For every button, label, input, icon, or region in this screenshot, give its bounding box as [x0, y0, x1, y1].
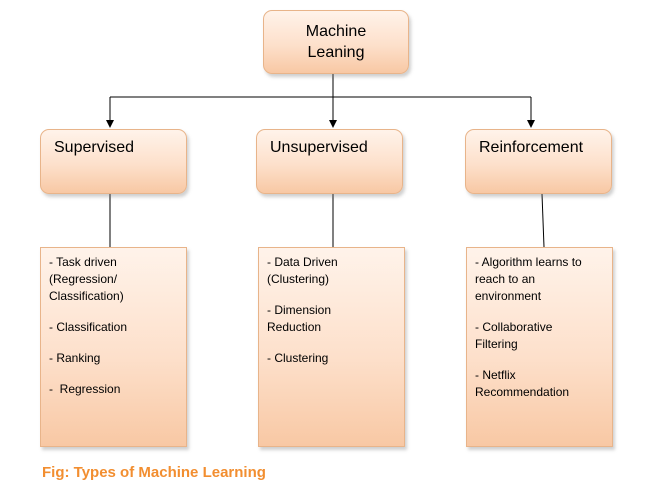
connector-reinforcement-detail	[541, 193, 545, 248]
category-title-reinforcement: Reinforcement	[479, 139, 584, 156]
detail-box-unsupervised: - Data Driven (Clustering) - Dimension R…	[258, 247, 405, 447]
list-item: - Data Driven (Clustering)	[267, 255, 338, 286]
list-item: - Collaborative Filtering	[475, 320, 553, 351]
category-node-supervised: Supervised	[40, 129, 187, 194]
root-label-line2: Leaning	[307, 44, 365, 61]
detail-list-supervised: - Task driven (Regression/ Classificatio…	[49, 254, 180, 398]
list-item: - Clustering	[267, 351, 329, 365]
category-title-unsupervised: Unsupervised	[270, 139, 368, 156]
root-label-line1: Machine	[305, 23, 367, 40]
category-node-unsupervised: Unsupervised	[256, 129, 403, 194]
list-item: - Task driven (Regression/ Classificatio…	[49, 255, 124, 303]
detail-list-unsupervised: - Data Driven (Clustering) - Dimension R…	[267, 254, 398, 367]
category-title-supervised: Supervised	[54, 139, 135, 156]
list-item: - Classification	[49, 320, 128, 334]
list-item: - Ranking	[49, 351, 101, 365]
detail-list-reinforcement: - Algorithm learns to reach to an enviro…	[475, 254, 606, 401]
list-item: - Dimension Reduction	[267, 303, 332, 334]
detail-box-reinforcement: - Algorithm learns to reach to an enviro…	[466, 247, 613, 447]
root-node-machine-learning: Machine Leaning	[263, 10, 409, 74]
list-item: - Regression	[49, 382, 121, 396]
detail-box-supervised: - Task driven (Regression/ Classificatio…	[40, 247, 187, 447]
list-item: - Algorithm learns to reach to an enviro…	[475, 255, 582, 303]
figure-caption: Fig: Types of Machine Learning	[42, 464, 266, 481]
list-item: - Netflix Recommendation	[475, 368, 570, 399]
category-node-reinforcement: Reinforcement	[465, 129, 612, 194]
